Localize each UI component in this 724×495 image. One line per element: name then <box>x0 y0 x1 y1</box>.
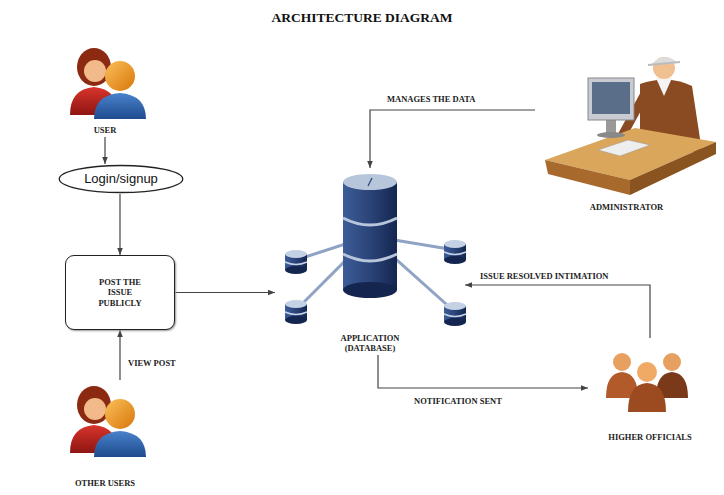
edge-label: ISSUE RESOLVED INTIMATION <box>478 271 610 281</box>
drawing-part <box>444 240 466 264</box>
drawing-part <box>656 78 672 96</box>
user-node: USER <box>60 45 150 137</box>
other-users-icon <box>70 386 146 457</box>
diagram-title: ARCHITECTURE DIAGRAM <box>0 10 724 26</box>
connector-arrow <box>378 355 588 388</box>
node-label: APPLICATION (DATABASE) <box>330 333 410 353</box>
connector-arrow <box>175 292 275 293</box>
drawing-part <box>343 218 397 225</box>
connector-arrow <box>465 285 650 338</box>
node-label: Login/signup <box>84 171 158 187</box>
node-label: HIGHER OFFICIALS <box>608 432 691 442</box>
higher-officials-icon <box>606 353 688 412</box>
edge-label: MANAGES THE DATA <box>385 94 477 104</box>
drawing-part <box>343 282 397 298</box>
ellipse-shape <box>59 166 182 193</box>
drawing-part <box>663 353 681 371</box>
drawing-part <box>630 142 716 195</box>
connector-arrow <box>119 330 120 380</box>
drawing-part <box>613 353 631 371</box>
administrator-icon <box>545 57 716 195</box>
drawing-part <box>444 302 466 326</box>
drawing-part <box>343 254 397 261</box>
login-ellipse: Login/signup <box>58 164 184 194</box>
connector-arrow <box>104 137 105 164</box>
node-label: USER <box>94 125 117 135</box>
drawing-part <box>343 182 397 290</box>
edge-label: VIEW POST <box>126 358 178 368</box>
node-label: OTHER USERS <box>75 478 135 488</box>
node-label: POST THE ISSUE PUBLICLY <box>90 277 150 308</box>
drawing-part <box>545 160 630 195</box>
process-box: POST THE ISSUE PUBLICLY <box>65 255 175 330</box>
drawing-part <box>628 383 666 412</box>
user-icon <box>70 48 146 119</box>
drawing-part <box>648 62 680 65</box>
drawing-part <box>285 250 307 274</box>
drawing-part <box>598 140 650 156</box>
administrator-node: ADMINISTRATOR <box>535 40 718 214</box>
drawing-part <box>606 120 616 134</box>
connector-arrow <box>370 110 535 168</box>
database-icon <box>285 174 466 326</box>
other-users-node: OTHER USERS <box>60 380 150 490</box>
drawing-part <box>588 78 634 120</box>
connector-arrow <box>119 194 120 255</box>
drawing-part <box>597 132 625 138</box>
drawing-part <box>343 174 397 190</box>
drawing-part <box>637 362 657 382</box>
officials-node: HIGHER OFFICIALS <box>588 338 712 444</box>
drawing-part <box>285 300 307 324</box>
drawing-part <box>592 82 630 114</box>
edge-label: NOTIFICATION SENT <box>412 396 504 406</box>
drawing-part <box>368 178 372 186</box>
node-label: ADMINISTRATOR <box>590 202 663 212</box>
database-node: APPLICATION (DATABASE) <box>275 168 465 355</box>
